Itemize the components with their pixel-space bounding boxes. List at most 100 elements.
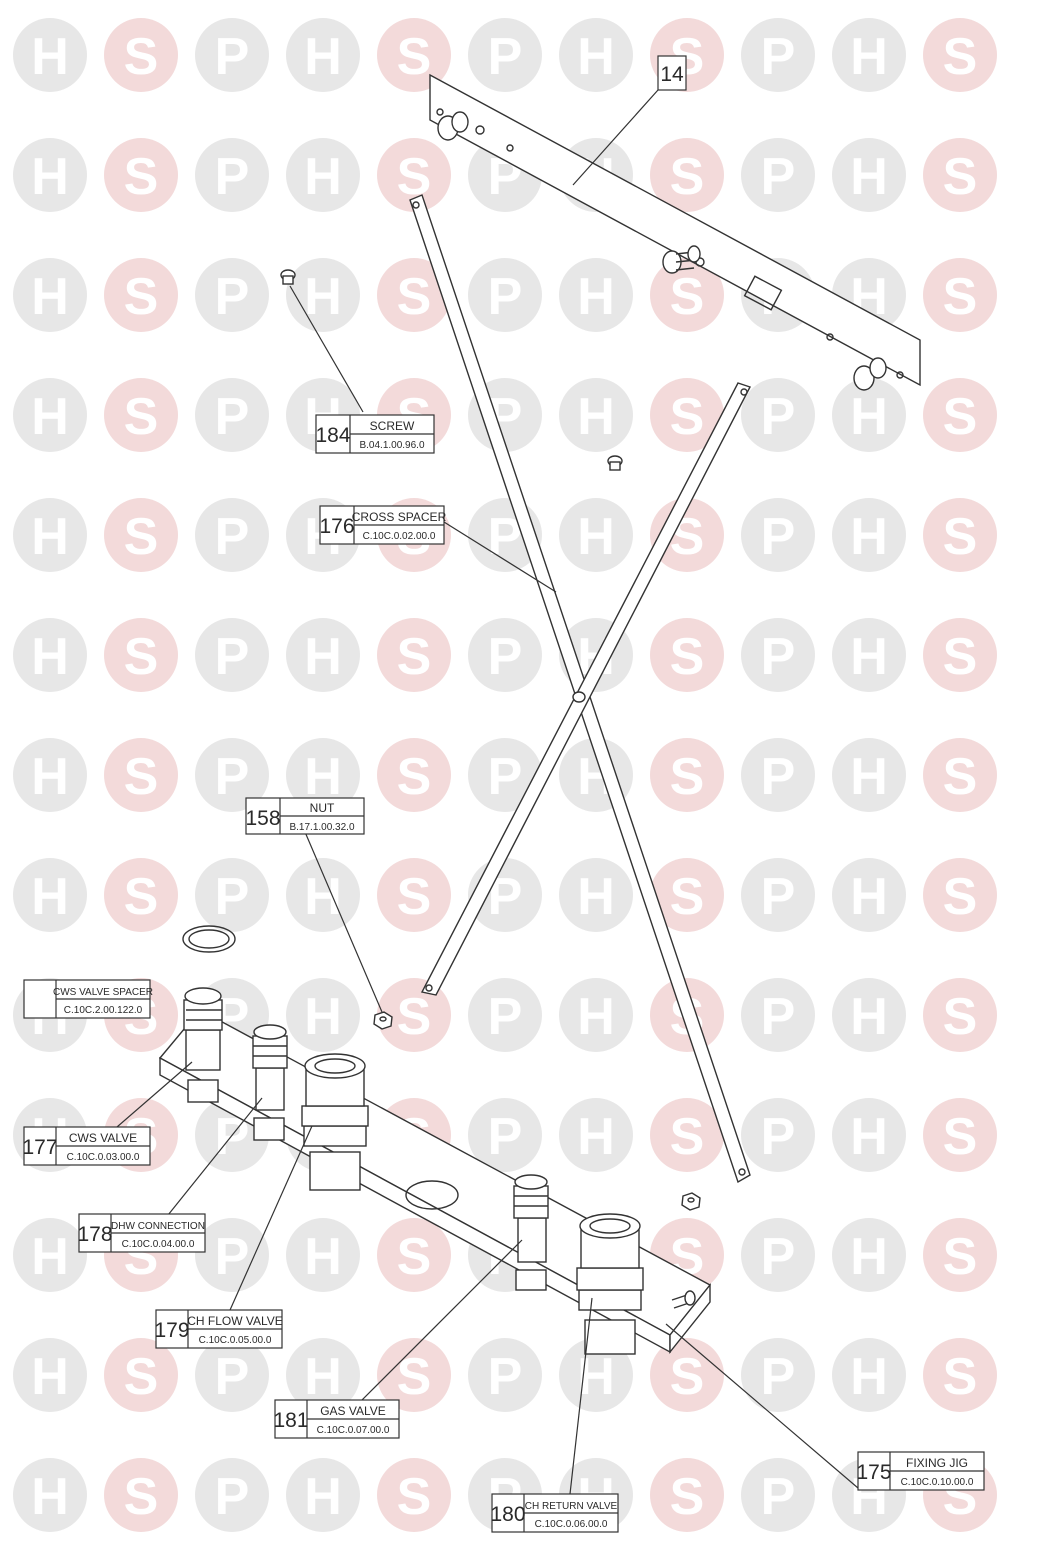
callout-184-number: 184 <box>315 424 350 447</box>
svg-text:S: S <box>397 1228 432 1286</box>
bracket-stud-1 <box>437 111 469 141</box>
watermark-badge: S <box>650 378 724 452</box>
svg-text:S: S <box>397 868 432 926</box>
svg-text:H: H <box>31 388 69 446</box>
svg-text:S: S <box>943 148 978 206</box>
watermark-badge: S <box>923 858 997 932</box>
watermark-badge: H <box>286 1338 360 1412</box>
svg-text:S: S <box>943 1108 978 1166</box>
watermark-badge: H <box>832 498 906 572</box>
callout-176-number: 176 <box>319 515 354 538</box>
watermark-badge: P <box>741 1458 815 1532</box>
callout-177-code: C.10C.0.03.00.0 <box>67 1152 140 1163</box>
watermark-badge: H <box>286 738 360 812</box>
watermark-badge: H <box>832 378 906 452</box>
watermark-badge: H <box>559 378 633 452</box>
watermark-badge: S <box>923 18 997 92</box>
watermark-badge: S <box>377 258 451 332</box>
jig-stud <box>671 1290 696 1309</box>
watermark-badge: H <box>832 858 906 932</box>
svg-text:H: H <box>31 1348 69 1406</box>
svg-text:H: H <box>304 1228 342 1286</box>
svg-text:P: P <box>215 148 250 206</box>
svg-text:P: P <box>761 1228 796 1286</box>
svg-text:H: H <box>31 1468 69 1526</box>
svg-text:S: S <box>397 1468 432 1526</box>
watermark-badge: H <box>832 1098 906 1172</box>
svg-text:H: H <box>577 508 615 566</box>
svg-text:S: S <box>670 268 705 326</box>
callout-178: 178 DHW CONNECTION C.10C.0.04.00.0 <box>77 1213 206 1253</box>
svg-text:H: H <box>577 388 615 446</box>
callout-178-number: 178 <box>77 1223 112 1246</box>
svg-text:S: S <box>124 1468 159 1526</box>
svg-text:S: S <box>943 1348 978 1406</box>
callout-184: 184 SCREW B.04.1.00.96.0 <box>315 414 435 454</box>
svg-text:S: S <box>397 28 432 86</box>
watermark-badge: H <box>13 138 87 212</box>
watermark-badge: P <box>195 258 269 332</box>
watermark-badge: S <box>923 618 997 692</box>
svg-text:S: S <box>943 628 978 686</box>
watermark-badge: S <box>104 258 178 332</box>
svg-text:P: P <box>761 508 796 566</box>
svg-text:H: H <box>850 148 888 206</box>
callout-184-name: SCREW <box>370 419 415 433</box>
watermark-badge: S <box>923 1338 997 1412</box>
callout-175-code: C.10C.0.10.00.0 <box>901 1477 974 1488</box>
watermark-badge: P <box>741 1098 815 1172</box>
watermark-badge: P <box>195 18 269 92</box>
watermark-badge: S <box>650 258 724 332</box>
watermark-badge: S <box>104 618 178 692</box>
svg-text:P: P <box>761 388 796 446</box>
svg-text:S: S <box>397 268 432 326</box>
callout-179-name: CH FLOW VALVE <box>187 1314 283 1328</box>
bracket-stud-3 <box>853 357 887 391</box>
callout-179: 179 CH FLOW VALVE C.10C.0.05.00.0 <box>154 1309 283 1349</box>
watermark-badge: H <box>286 138 360 212</box>
watermark-badge: P <box>195 1338 269 1412</box>
watermark-badge: S <box>650 738 724 812</box>
callout-175-number: 175 <box>856 1461 891 1484</box>
watermark-badge: H <box>559 1098 633 1172</box>
watermark-badge: H <box>13 858 87 932</box>
watermark-badge: P <box>468 258 542 332</box>
svg-text:H: H <box>304 1348 342 1406</box>
svg-text:H: H <box>850 868 888 926</box>
nut-part <box>373 1011 393 1030</box>
watermark-badge: P <box>195 1458 269 1532</box>
svg-text:P: P <box>761 1108 796 1166</box>
svg-text:S: S <box>670 628 705 686</box>
watermark-badge: S <box>104 498 178 572</box>
watermark-badge: S <box>923 738 997 812</box>
watermark-badge: P <box>741 378 815 452</box>
svg-text:S: S <box>670 1348 705 1406</box>
watermark-badge: H <box>13 498 87 572</box>
watermark-badge: H <box>832 978 906 1052</box>
cws-valve-spacer-ring <box>182 925 236 953</box>
callout-181-name: GAS VALVE <box>320 1404 386 1418</box>
callout-181-code: C.10C.0.07.00.0 <box>317 1425 390 1436</box>
watermark-badge: S <box>377 1458 451 1532</box>
watermark-badge: H <box>832 18 906 92</box>
svg-text:S: S <box>397 748 432 806</box>
callout-180-number: 180 <box>490 1503 525 1526</box>
watermark-badge: H <box>286 18 360 92</box>
callout-177-name: CWS VALVE <box>69 1131 137 1145</box>
watermark-badge: H <box>13 738 87 812</box>
watermark-badge: P <box>741 978 815 1052</box>
watermark-badge: P <box>741 498 815 572</box>
svg-text:S: S <box>124 388 159 446</box>
svg-text:P: P <box>761 1348 796 1406</box>
bracket-stud-2 <box>662 245 701 274</box>
watermark-badge: H <box>832 1338 906 1412</box>
watermark-badge: S <box>377 1218 451 1292</box>
svg-text:S: S <box>943 748 978 806</box>
screw-part <box>280 269 296 285</box>
svg-text:P: P <box>761 28 796 86</box>
watermark-badge: P <box>195 858 269 932</box>
svg-text:H: H <box>577 988 615 1046</box>
watermark-badge: P <box>741 858 815 932</box>
svg-text:S: S <box>943 28 978 86</box>
